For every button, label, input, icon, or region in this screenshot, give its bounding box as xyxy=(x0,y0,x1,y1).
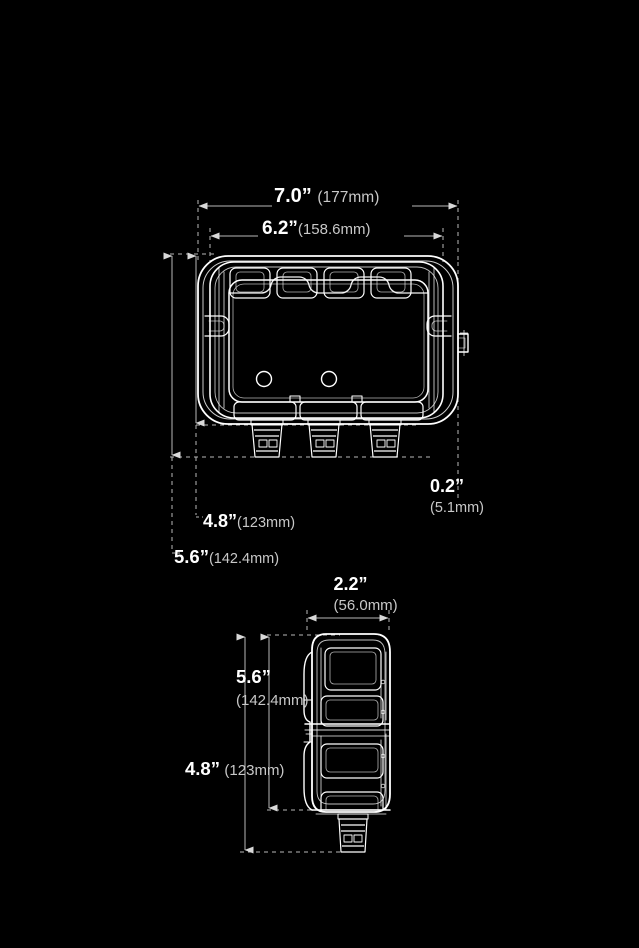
side-view-wires xyxy=(344,852,362,920)
dimension-label-side-width: 2.2” (56.0mm) xyxy=(333,574,398,614)
dimension-value-mm: (142.4mm) xyxy=(236,691,309,709)
dimension-value-inches: 4.8” xyxy=(185,758,220,779)
dimension-value-mm: (158.6mm) xyxy=(297,221,371,238)
connector-right xyxy=(368,419,402,458)
dimension-value-inches: 0.2” xyxy=(430,476,465,496)
dimension-value-inches: 5.6” xyxy=(236,666,271,687)
dimension-value-mm: (123mm) xyxy=(224,762,285,779)
side-view-dimension-lines xyxy=(236,610,390,854)
dimension-value-inches: 5.6” xyxy=(174,546,209,567)
dimension-value-mm: (142.4mm) xyxy=(208,551,280,567)
front-view-body xyxy=(197,255,469,425)
dimension-label-front-width-overall: 7.0” (177mm) xyxy=(274,186,379,206)
dimension-label-front-height-body: 4.8”(123mm) xyxy=(203,512,295,531)
front-view-wires xyxy=(258,457,394,519)
side-view-connector xyxy=(337,813,369,853)
dimension-value-mm: (123mm) xyxy=(237,515,296,531)
dimension-value-mm: (56.0mm) xyxy=(333,597,398,614)
dimension-value-mm: (5.1mm) xyxy=(430,500,484,516)
dimension-label-front-width-inner: 6.2”(158.6mm) xyxy=(262,219,370,238)
dimension-value-mm: (177mm) xyxy=(317,189,380,206)
dimension-value-inches: 6.2” xyxy=(262,218,298,239)
dimension-label-side-height-body: 4.8” (123mm) xyxy=(185,758,285,779)
dimension-value-inches: 7.0” xyxy=(274,185,312,207)
front-view-connectors xyxy=(250,419,402,458)
connector-middle xyxy=(307,419,341,458)
dimension-label-front-height-overall: 5.6”(142.4mm) xyxy=(174,546,280,567)
dimension-value-inches: 2.2” xyxy=(333,574,368,594)
dimension-label-front-tab-depth: 0.2” (5.1mm) xyxy=(430,477,484,516)
dimension-value-inches: 4.8” xyxy=(203,511,238,531)
dimension-label-side-height-overall: 5.6” (142.4mm) xyxy=(236,666,309,709)
side-view-body xyxy=(303,633,391,815)
connector-left xyxy=(250,419,284,458)
